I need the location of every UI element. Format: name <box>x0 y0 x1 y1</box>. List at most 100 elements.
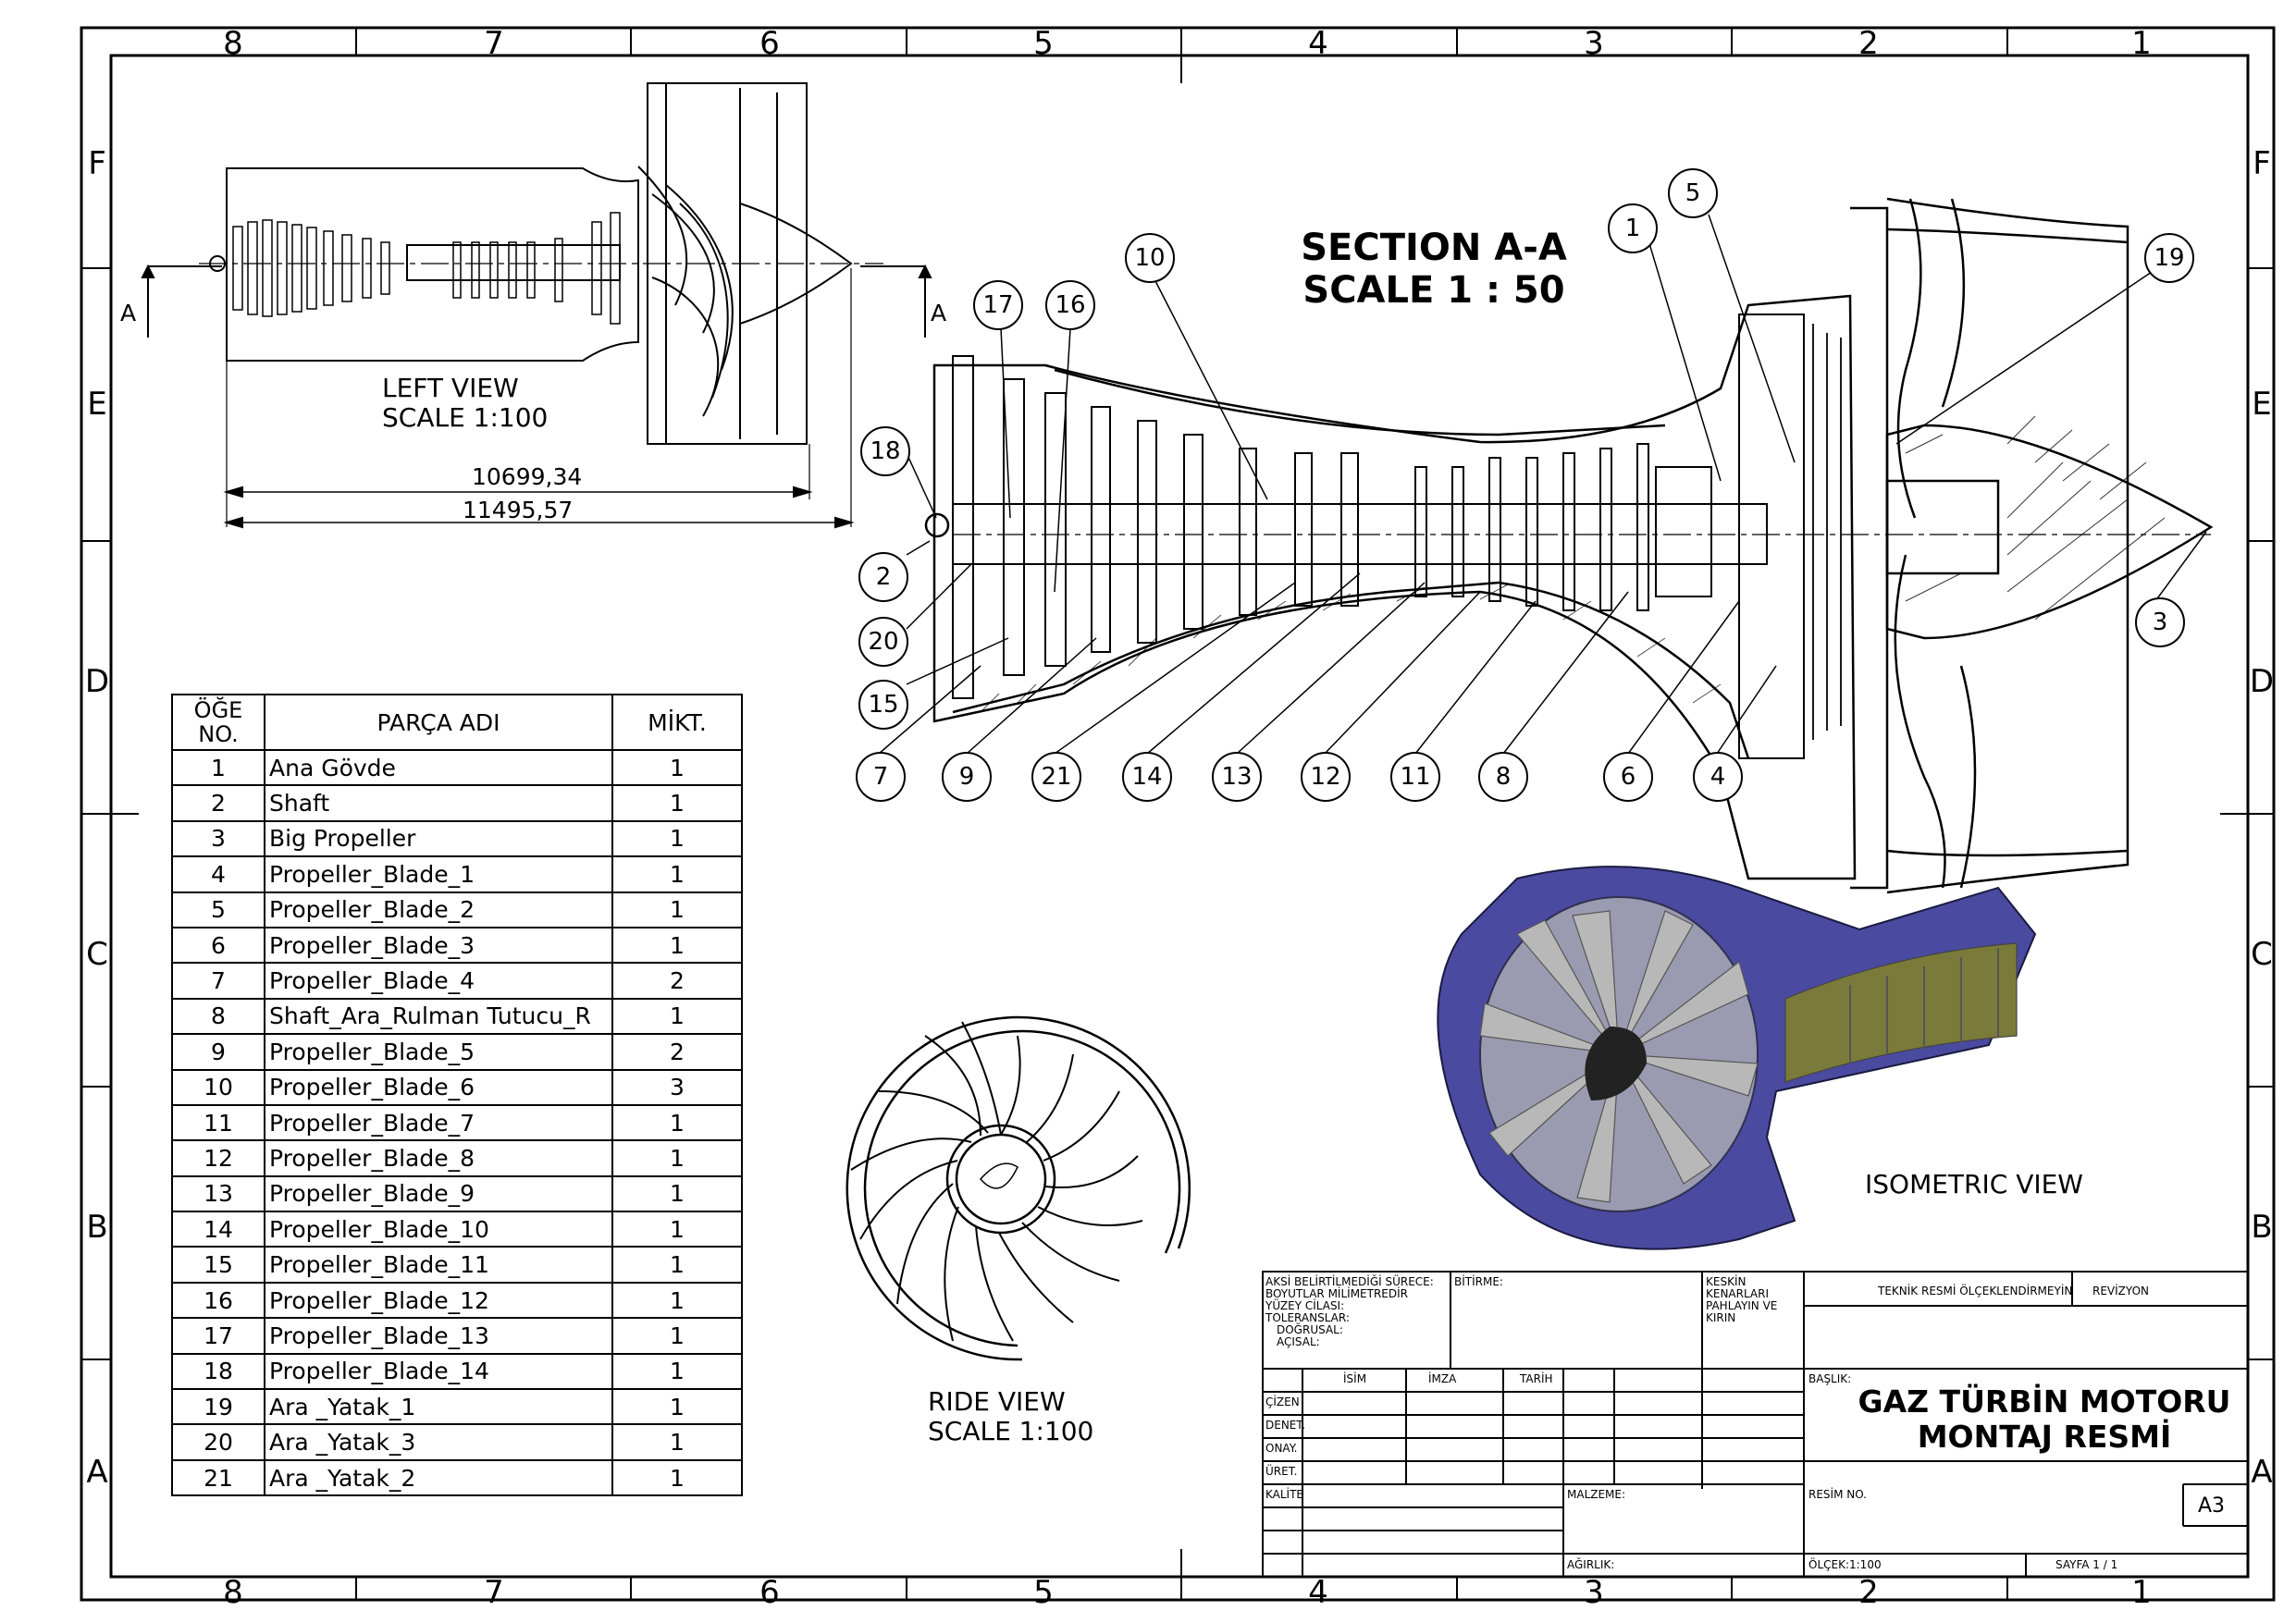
bom-qty: 1 <box>611 748 743 787</box>
bom-header-part-name: PARÇA ADI <box>264 694 613 751</box>
bom-qty: 1 <box>611 1211 743 1248</box>
tb-title-line1: GAZ TÜRBİN MOTORU <box>1858 1383 2231 1420</box>
bom-item-no: 20 <box>171 1423 265 1461</box>
zone-row-left-C: C <box>86 936 108 973</box>
tb-col-name: İSİM <box>1343 1372 1367 1385</box>
bom-part-name: Propeller_Blade_7 <box>264 1103 613 1142</box>
balloon-leaders <box>878 214 2207 755</box>
ride-view-scale: SCALE 1:100 <box>928 1416 1094 1446</box>
bom-item-no: 15 <box>171 1246 265 1284</box>
bom-part-name: Shaft <box>264 784 613 822</box>
zone-col-top-5: 5 <box>1033 25 1054 62</box>
section-aa-title: SECTION A-A SCALE 1 : 50 <box>1295 227 1573 312</box>
bom-header-row: ÖĞE NO. PARÇA ADI MİKT. <box>171 694 743 751</box>
tb-col-date: TARİH <box>1520 1372 1553 1385</box>
bom-item-no: 7 <box>171 962 265 1000</box>
section-marker-left: A <box>120 300 137 326</box>
bom-qty: 3 <box>611 1068 743 1106</box>
balloon-16: 16 <box>1045 280 1095 330</box>
bom-part-name: Ara _Yatak_2 <box>264 1458 613 1497</box>
bom-qty: 1 <box>611 1423 743 1461</box>
bom-part-name: Shaft_Ara_Rulman Tutucu_R <box>264 997 613 1036</box>
bom-item-no: 6 <box>171 926 265 965</box>
tb-size: A3 <box>2198 1494 2226 1518</box>
tb-role-checked: DENET. <box>1265 1419 1306 1432</box>
isometric-view-label: ISOMETRIC VIEW <box>1865 1169 2083 1199</box>
bom-part-name: Propeller_Blade_8 <box>264 1139 613 1177</box>
zone-col-bottom-1: 1 <box>2131 1574 2152 1611</box>
zone-row-right-C: C <box>2251 936 2273 973</box>
tb-no-scale: TEKNİK RESMİ ÖLÇEKLENDİRMEYİN <box>1878 1285 2073 1297</box>
tb-notes: AKSİ BELİRTİLMEDİĞİ SÜRECE: BOYUTLAR MİL… <box>1265 1276 1450 1348</box>
zone-col-top-6: 6 <box>759 25 780 62</box>
bom-part-name: Propeller_Blade_9 <box>264 1174 613 1213</box>
section-aa-drawing <box>924 197 2214 894</box>
tb-role-drawn: ÇİZEN <box>1265 1396 1300 1408</box>
bom-header-qty: MİKT. <box>611 694 743 751</box>
bom-item-no: 1 <box>171 748 265 787</box>
zone-row-left-E: E <box>87 386 107 423</box>
zone-row-right-B: B <box>2251 1209 2273 1246</box>
tb-edges: KESKİN KENARLARI PAHLAYIN VE KIRIN <box>1706 1276 1803 1324</box>
tb-edge-line: KESKİN KENARLARI <box>1706 1275 1770 1300</box>
bom-part-name: Ara _Yatak_3 <box>264 1423 613 1461</box>
bom-qty: 1 <box>611 1139 743 1177</box>
bom-part-name: Propeller_Blade_5 <box>264 1033 613 1071</box>
balloon-8: 8 <box>1478 752 1528 802</box>
bom-part-name: Propeller_Blade_14 <box>264 1352 613 1391</box>
zone-col-bottom-7: 7 <box>484 1574 504 1611</box>
bom-qty: 2 <box>611 962 743 1000</box>
zone-row-right-F: F <box>2253 145 2271 182</box>
balloon-12: 12 <box>1301 752 1351 802</box>
balloon-20: 20 <box>858 617 908 667</box>
zone-col-bottom-8: 8 <box>223 1574 243 1611</box>
balloon-21: 21 <box>1031 752 1081 802</box>
balloon-6: 6 <box>1603 752 1653 802</box>
bom-item-no: 18 <box>171 1352 265 1391</box>
bom-item-no: 16 <box>171 1281 265 1320</box>
zone-col-top-2: 2 <box>1858 25 1879 62</box>
tb-note: TOLERANSLAR: <box>1265 1311 1350 1324</box>
title-block-grid <box>1262 1271 2249 1578</box>
bom-qty: 2 <box>611 1033 743 1071</box>
zone-ticks <box>81 28 2274 1600</box>
zone-row-left-B: B <box>86 1209 108 1246</box>
bom-qty: 1 <box>611 926 743 965</box>
bom-item-no: 4 <box>171 855 265 893</box>
bom-part-name: Propeller_Blade_1 <box>264 855 613 893</box>
tb-note: AÇISAL: <box>1277 1335 1320 1348</box>
tb-edge-line: PAHLAYIN VE <box>1706 1299 1778 1312</box>
bom-qty: 1 <box>611 1246 743 1284</box>
bom-part-name: Ara _Yatak_1 <box>264 1388 613 1426</box>
bom-item-no: 17 <box>171 1317 265 1355</box>
bom-qty: 1 <box>611 1317 743 1355</box>
bom-item-no: 21 <box>171 1458 265 1497</box>
tb-scale: ÖLÇEK:1:100 <box>1808 1558 1882 1571</box>
zone-col-top-1: 1 <box>2131 25 2152 62</box>
bom-item-no: 12 <box>171 1139 265 1177</box>
balloon-5: 5 <box>1668 168 1718 218</box>
tb-note: DOĞRUSAL: <box>1277 1323 1343 1336</box>
bom-qty: 1 <box>611 1388 743 1426</box>
tb-drawing-no: RESİM NO. <box>1808 1488 1867 1501</box>
bom-part-name: Propeller_Blade_3 <box>264 926 613 965</box>
balloon-10: 10 <box>1125 233 1175 283</box>
bom-item-no: 19 <box>171 1388 265 1426</box>
balloon-3: 3 <box>2135 597 2185 647</box>
zone-col-bottom-6: 6 <box>759 1574 780 1611</box>
zone-row-right-A: A <box>2251 1454 2273 1491</box>
balloon-19: 19 <box>2144 233 2194 283</box>
balloon-15: 15 <box>858 680 908 730</box>
